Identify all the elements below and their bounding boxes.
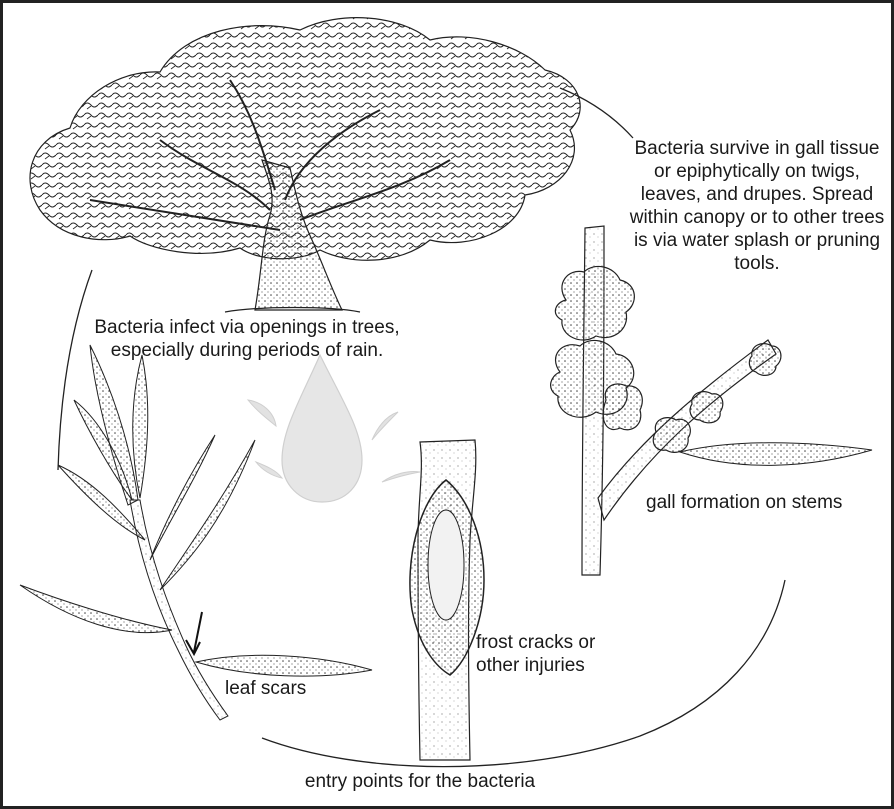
leaf-scars-label: leaf scars xyxy=(225,677,345,700)
frost-crack-center xyxy=(428,510,464,620)
gall-5 xyxy=(690,392,723,423)
gall-4 xyxy=(653,418,690,453)
entry-points-label: entry points for the bacteria xyxy=(210,770,630,793)
gall-formation-label: gall formation on stems xyxy=(646,491,886,514)
survival-spread-caption: Bacteria survive in gall tissue or epiph… xyxy=(626,137,888,275)
gall-3 xyxy=(603,384,642,430)
infection-caption: Bacteria infect via openings in trees, e… xyxy=(72,316,422,362)
frost-cracks-label: frost cracks or other injuries xyxy=(476,631,636,677)
